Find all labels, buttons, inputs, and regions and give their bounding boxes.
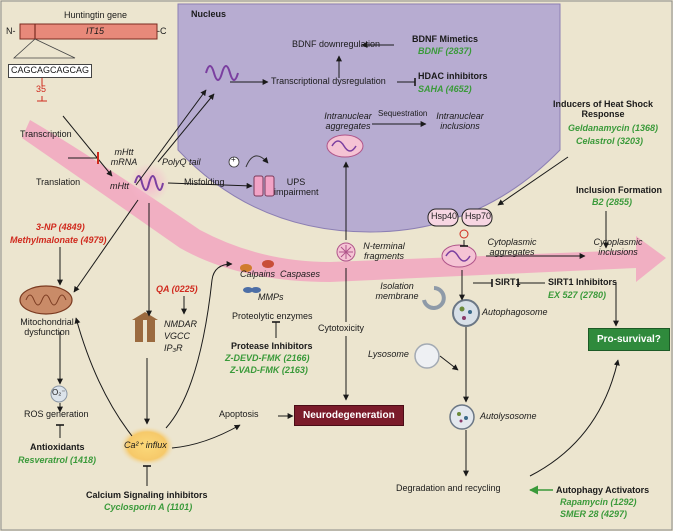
cyclosporin-drug: Cyclosporin A (1101) [104, 502, 193, 512]
heat-shock-inducers: Inducers of Heat Shock Response [552, 99, 654, 119]
ca-influx-label: Ca²⁺ influx [124, 440, 167, 450]
bdnf-mimetics: BDNF Mimetics [412, 34, 479, 44]
cytotoxicity-label: Cytotoxicity [318, 323, 365, 333]
caspases-label: Caspases [280, 269, 321, 279]
ip3r-label: IP₃R [164, 343, 183, 353]
hsp70-label: Hsp70 [465, 211, 492, 221]
cytoplasmic-aggregates-label: Cytoplasmic aggregates [487, 237, 537, 257]
autophagy-activators: Autophagy Activators [556, 485, 650, 495]
mhtt-mrna-label: mHtt mRNA [110, 147, 138, 167]
transcription-label: Transcription [20, 129, 72, 139]
inclusion-formation: Inclusion Formation [576, 185, 663, 195]
n-terminus: N- [6, 26, 16, 36]
ups-proteasome-icon [228, 155, 275, 197]
hdac-drug: SAHA (4652) [418, 84, 472, 94]
smer28-drug: SMER 28 (4297) [560, 509, 628, 519]
translation-label: Translation [36, 177, 81, 187]
pathway-band [22, 120, 666, 282]
sequestration-label: Sequestration [378, 109, 428, 118]
nmdar-label: NMDAR [164, 319, 197, 329]
mhtt-squiggle [134, 175, 164, 191]
superoxide-label: O₂⁻ [52, 388, 66, 397]
isolation-membrane-icon [422, 286, 446, 310]
proteolytic-label: Proteolytic enzymes [232, 311, 313, 321]
hsp-inhibition-mark [459, 229, 469, 239]
nucleus-region [177, 3, 561, 233]
hsp40-box [427, 208, 459, 227]
mitochondrion-icon [19, 285, 73, 315]
nterminal-fragment-glyph [336, 242, 356, 262]
gene-zoom [12, 38, 76, 59]
zvad-drug: Z-VAD-FMK (2163) [230, 365, 308, 375]
lysosome-label: Lysosome [368, 349, 409, 359]
geldanamycin: Geldanamycin (1368) [568, 123, 659, 133]
cytoplasmic-inclusions-label: Cytoplasmic inclusions [593, 237, 643, 257]
calcium-inhibitors: Calcium Signaling inhibitors [86, 490, 208, 500]
ca-influx-glow [119, 426, 175, 466]
calpains-label: Calpains [240, 269, 276, 279]
gene-label: Huntingtin gene [64, 10, 128, 20]
intranuclear-aggregates: Intranuclear aggregates [324, 111, 372, 131]
autophagosome-label: Autophagosome [482, 307, 548, 317]
autophagosome-icon [452, 299, 480, 327]
plus-sign: + [231, 155, 236, 164]
protease-icons [240, 260, 274, 293]
hdac-inhibitors: HDAC inhibitors [418, 71, 488, 81]
prosurvival-box: Pro-survival? [588, 328, 670, 351]
protease-inhibitors: Protease Inhibitors [231, 341, 313, 351]
autolysosome-icon [449, 404, 475, 430]
mito-dysfunction-label: Mitochondrial dysfunction [20, 317, 74, 337]
ups-impairment-label: UPS impairment [274, 177, 319, 197]
sirt1-inhibitors: SIRT1 Inhibitors [548, 277, 618, 287]
mmps-label: MMPs [258, 292, 284, 302]
intranuclear-aggregate-glyph [326, 134, 364, 158]
ex527-drug: EX 527 (2780) [548, 290, 607, 300]
apoptosis-label: Apoptosis [219, 409, 259, 419]
lysosome-icon [414, 343, 440, 369]
gene-bar [19, 23, 158, 40]
sirt1-label: SIRT1 [495, 277, 521, 287]
transcriptional-dysregulation: Transcriptional dysregulation [271, 76, 386, 86]
qa-drug: QA (0225) [156, 284, 198, 294]
zdevd-drug: Z-DEVD-FMK (2166) [225, 353, 310, 363]
bdnf-drug: BDNF (2837) [418, 46, 472, 56]
np3-drug: 3-NP (4849) [36, 222, 85, 232]
nmdar-channel-icon [132, 312, 158, 342]
repeat-threshold: 35 [36, 84, 47, 94]
mrna-squiggle-nucleus [205, 65, 239, 81]
hsp70-box [461, 208, 493, 227]
degradation-label: Degradation and recycling [396, 483, 501, 493]
misfolding-label: Misfolding [184, 177, 225, 187]
cag-repeat: CAGCAGCAGCAG [8, 64, 93, 78]
resveratrol-drug: Resveratrol (1418) [18, 455, 97, 465]
c-terminus: -C [157, 26, 167, 36]
vgcc-label: VGCC [164, 331, 191, 341]
mhtt-label: mHtt [110, 181, 129, 191]
b2-drug: B2 (2855) [592, 197, 633, 207]
neurodegeneration-box: Neurodegeneration [294, 405, 404, 426]
antioxidants: Antioxidants [30, 442, 85, 452]
hsp40-label: Hsp40 [431, 211, 458, 221]
cytoplasmic-aggregate-glyph [441, 244, 477, 268]
polyq-label: PolyQ tail [162, 157, 201, 167]
rapamycin-drug: Rapamycin (1292) [560, 497, 637, 507]
methylmalonate-drug: Methylmalonate (4979) [10, 235, 107, 245]
celastrol: Celastrol (3203) [576, 136, 644, 146]
bdnf-downregulation: BDNF downregulation [292, 39, 381, 49]
isolation-membrane-label: Isolation membrane [375, 281, 419, 301]
gene-name: IT15 [86, 26, 105, 36]
superoxide-icon [50, 385, 68, 403]
intranuclear-inclusions: Intranuclear inclusions [436, 111, 484, 131]
nucleus-title: Nucleus [191, 9, 227, 19]
autolysosome-label: Autolysosome [480, 411, 537, 421]
ros-label: ROS generation [24, 409, 89, 419]
nterminal-fragments-label: N-terminal fragments [363, 241, 405, 261]
